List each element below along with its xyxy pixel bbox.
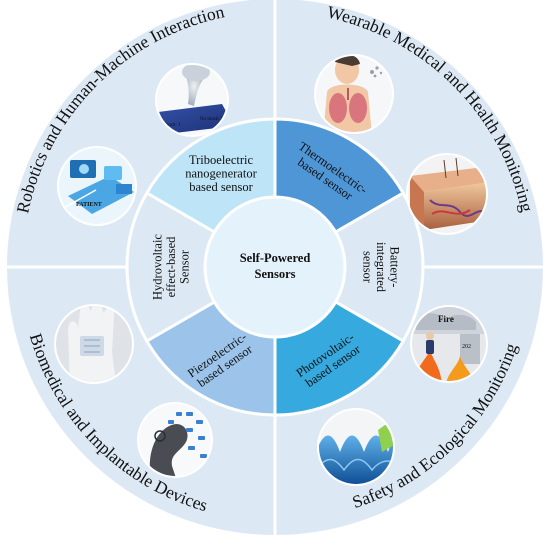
center-label-line-2: Sensors <box>255 267 296 281</box>
segment-label-line: Battery- <box>388 247 402 288</box>
robotics-illustration: PATIENT <box>57 146 137 226</box>
segment-label-line: Sensor <box>178 249 192 284</box>
touch-label: Touch: 1 <box>163 123 181 128</box>
room-number-label: 202 <box>462 344 471 350</box>
fire-label: Fire <box>438 314 454 324</box>
no-touch-label: No touch: 0 <box>200 117 224 122</box>
segment-label-line: based sensor <box>189 180 253 194</box>
sensor-type-ring <box>125 117 425 417</box>
hand-sensor-illustration <box>54 304 134 384</box>
patient-label: PATIENT <box>76 202 102 208</box>
segment-label-line: effect-based <box>164 236 178 298</box>
fire-rescue-illustration: Fire 202 <box>410 305 488 383</box>
respiration-illustration <box>314 54 394 134</box>
segment-label-line: sensor <box>361 251 375 284</box>
touch-mat-illustration: Touch: 1 No touch: 0 <box>155 63 229 137</box>
segment-label-line: integrated <box>374 242 388 293</box>
segment-label-line: nanogenerator <box>185 166 257 180</box>
segment-label-line: Triboelectric <box>189 153 254 167</box>
wave-structure-illustration <box>317 408 395 486</box>
segment-label-line: Hydrovoltaic <box>151 234 165 300</box>
center-circle <box>203 195 347 339</box>
skin-section-illustration <box>406 153 488 235</box>
center-label-line-1: Self-Powered <box>240 251 311 265</box>
implant-device-illustration <box>137 402 213 478</box>
